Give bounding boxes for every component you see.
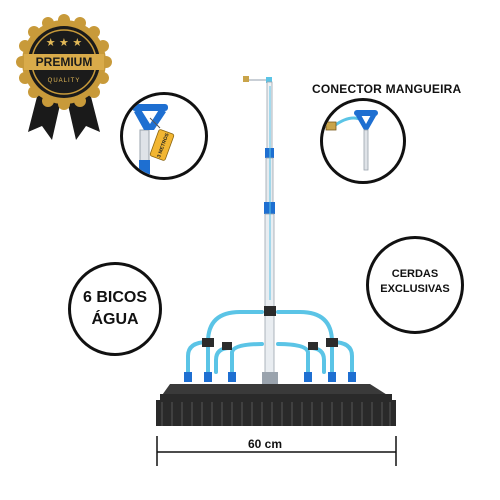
bristles-circle <box>366 236 464 334</box>
length-tag: 3 METROS <box>149 129 175 161</box>
water-nozzles-line2: ÁGUA <box>91 311 139 328</box>
water-nozzles-circle <box>68 262 162 356</box>
width-label: 60 cm <box>248 437 283 451</box>
water-nozzles-line1: 6 BICOS <box>82 289 147 306</box>
bristles-line2: EXCLUSIVAS <box>380 283 450 295</box>
hose-connector-label: CONECTOR MANGUEIRA <box>312 82 462 96</box>
badge-stars: ★ ★ ★ <box>46 36 83 49</box>
badge-top-text: PREMIUM <box>36 55 93 69</box>
bristles-line1: CERDAS <box>391 268 439 280</box>
badge-bottom-text: QUALITY <box>48 78 81 84</box>
